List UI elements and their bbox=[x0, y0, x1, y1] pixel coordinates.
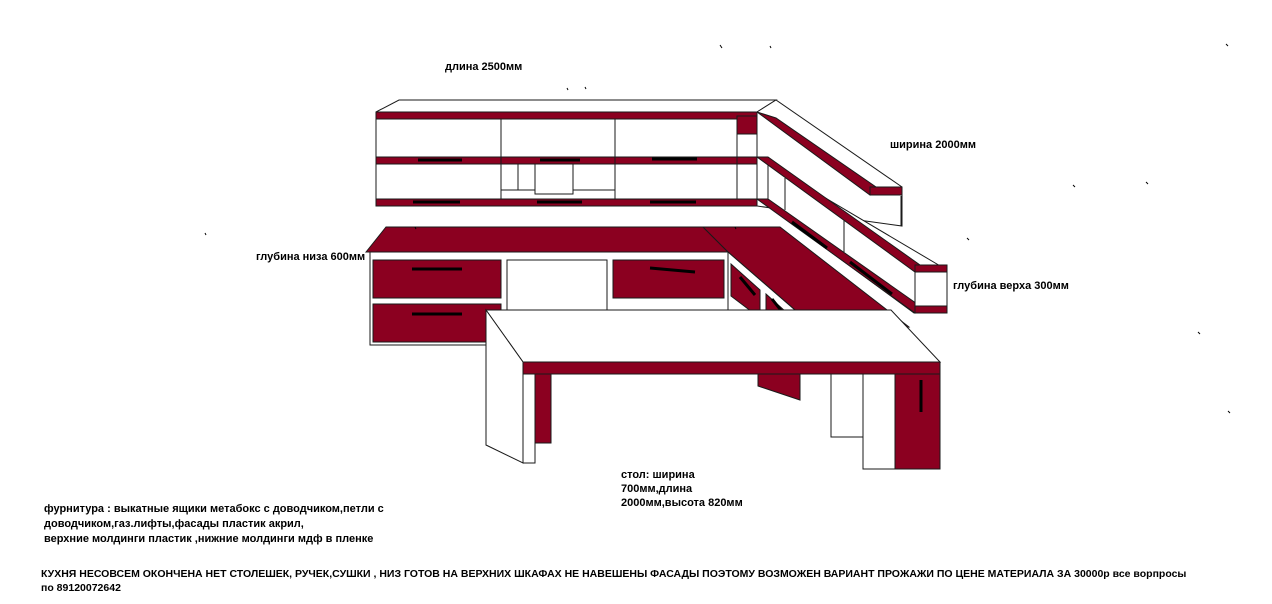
table-leg-right bbox=[894, 373, 941, 470]
base-countertop-front bbox=[364, 226, 730, 253]
width-label: ширина 2000мм bbox=[890, 139, 976, 151]
table-top bbox=[485, 309, 942, 363]
upper-side-cabinets bbox=[755, 99, 948, 314]
fittings-line: фурнитура : выкатные ящики метабокс с до… bbox=[44, 503, 384, 515]
table bbox=[485, 308, 942, 470]
table-spec-line: стол: ширина bbox=[621, 469, 695, 481]
upper-top-face bbox=[375, 99, 778, 113]
stray-marks bbox=[204, 43, 1231, 414]
fittings-line: доводчиком,газ.лифты,фасады пластик акри… bbox=[44, 518, 304, 530]
table-apron bbox=[522, 361, 941, 375]
upper-corner-panel bbox=[736, 115, 760, 135]
notice-line: КУХНЯ НЕСОВСЕМ ОКОНЧЕНА НЕТ СТОЛЕШЕК, РУ… bbox=[41, 568, 1187, 580]
table-spec-line: 700мм,длина bbox=[621, 483, 693, 495]
upper-shelf-1 bbox=[375, 111, 758, 120]
base-cabinets bbox=[364, 226, 911, 346]
upper-cabinets bbox=[375, 99, 778, 207]
depth-bottom-label: глубина низа 600мм bbox=[256, 251, 366, 263]
depth-top-label: глубина верха 300мм bbox=[953, 280, 1069, 292]
fittings-line: верхние молдинги пластик ,нижние молдинг… bbox=[44, 533, 374, 545]
table-spec: стол: ширина 700мм,длина 2000мм,высота 8… bbox=[621, 468, 743, 510]
notice-line: по 89120072642 bbox=[41, 582, 121, 594]
fittings-note: фурнитура : выкатные ящики метабокс с до… bbox=[44, 502, 384, 547]
table-spec-line: 2000мм,высота 820мм bbox=[621, 497, 743, 509]
length-label: длина 2500мм bbox=[445, 61, 523, 73]
sale-notice: КУХНЯ НЕСОВСЕМ ОКОНЧЕНА НЕТ СТОЛЕШЕК, РУ… bbox=[41, 567, 1266, 595]
